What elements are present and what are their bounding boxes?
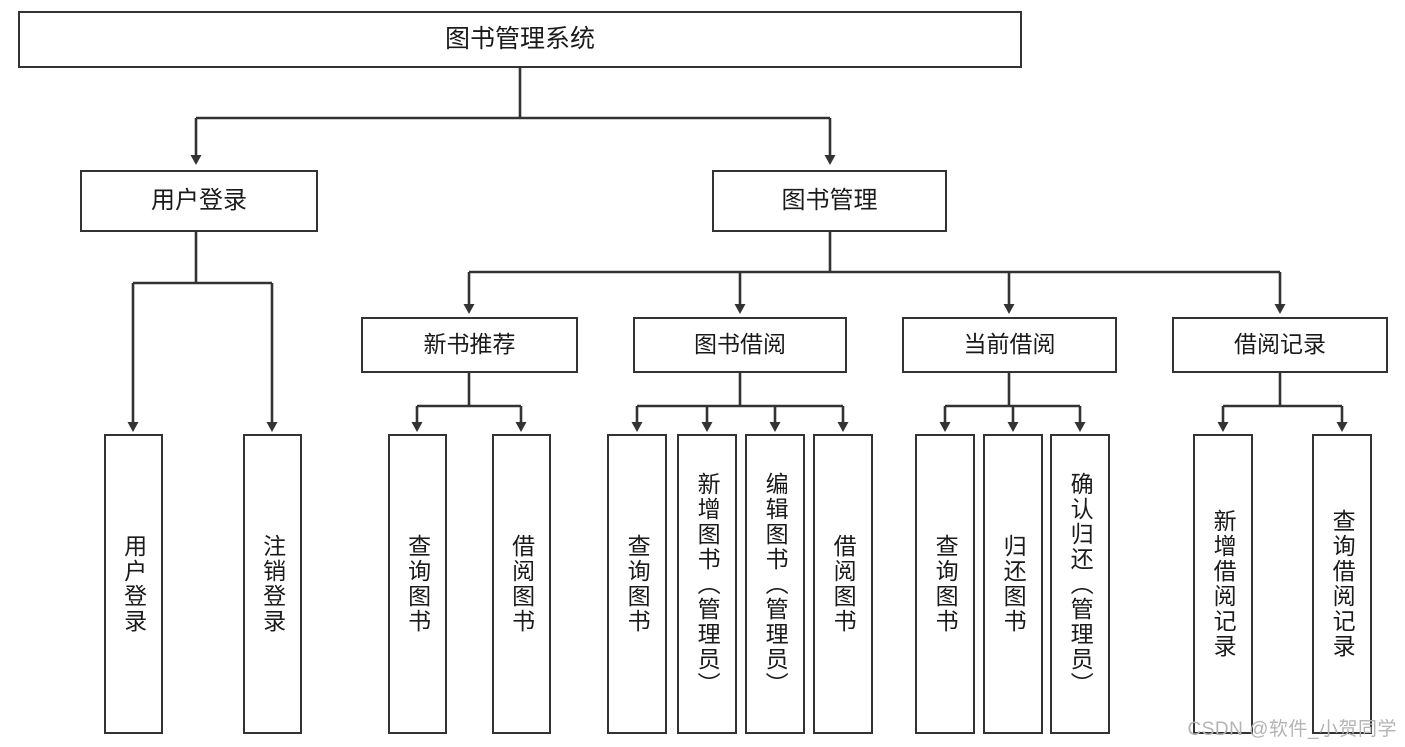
node-label: 查询图书 xyxy=(404,534,431,634)
node-label: 新书推荐 xyxy=(423,331,516,358)
node-label: 确认归还（管理员） xyxy=(1067,471,1094,697)
node-label: 当前借阅 xyxy=(963,331,1056,358)
node-label: 图书管理系统 xyxy=(444,24,595,53)
node-label: 用户登录 xyxy=(120,534,147,634)
node-label: 查询借阅记录 xyxy=(1329,509,1356,659)
leaf-user-login-login[interactable]: 用户登录 xyxy=(104,434,163,734)
leaf-current-confirm-return-admin[interactable]: 确认归还（管理员） xyxy=(1050,434,1110,734)
csdn-watermark: CSDN @软件_小贺同学 xyxy=(1187,719,1397,740)
leaf-borrow-borrow-book[interactable]: 借阅图书 xyxy=(813,434,873,734)
leaf-borrow-add-book-admin[interactable]: 新增图书（管理员） xyxy=(677,434,737,734)
node-label: 用户登录 xyxy=(151,186,247,214)
leaf-record-add-record[interactable]: 新增借阅记录 xyxy=(1193,434,1253,734)
node-label: 借阅图书 xyxy=(508,534,535,634)
node-new-book-recommend[interactable]: 新书推荐 xyxy=(361,317,578,373)
node-user-login[interactable]: 用户登录 xyxy=(80,170,318,232)
node-label: 编辑图书（管理员） xyxy=(762,471,789,697)
node-label: 图书借阅 xyxy=(694,331,786,358)
node-label: 归还图书 xyxy=(1000,534,1027,634)
leaf-borrow-edit-book-admin[interactable]: 编辑图书（管理员） xyxy=(745,434,805,734)
node-label: 查询图书 xyxy=(932,534,959,634)
leaf-recommend-query-book[interactable]: 查询图书 xyxy=(388,434,447,734)
node-root-system[interactable]: 图书管理系统 xyxy=(18,11,1022,68)
node-label: 注销登录 xyxy=(259,534,286,634)
node-label: 新增借阅记录 xyxy=(1210,509,1237,659)
leaf-recommend-borrow-book[interactable]: 借阅图书 xyxy=(492,434,551,734)
leaf-borrow-query-book[interactable]: 查询图书 xyxy=(607,434,667,734)
node-current-borrow[interactable]: 当前借阅 xyxy=(902,317,1117,373)
leaf-current-query-book[interactable]: 查询图书 xyxy=(915,434,975,734)
node-label: 图书管理 xyxy=(781,186,878,214)
node-label: 借阅记录 xyxy=(1234,331,1326,358)
node-label: 查询图书 xyxy=(624,534,651,634)
node-label: 新增图书（管理员） xyxy=(694,471,721,697)
node-borrow-record[interactable]: 借阅记录 xyxy=(1172,317,1388,373)
leaf-record-query-record[interactable]: 查询借阅记录 xyxy=(1312,434,1372,734)
node-label: 借阅图书 xyxy=(830,534,857,634)
leaf-user-login-logout[interactable]: 注销登录 xyxy=(243,434,302,734)
leaf-current-return-book[interactable]: 归还图书 xyxy=(983,434,1043,734)
node-book-borrow[interactable]: 图书借阅 xyxy=(633,317,847,373)
node-book-management[interactable]: 图书管理 xyxy=(712,170,947,232)
